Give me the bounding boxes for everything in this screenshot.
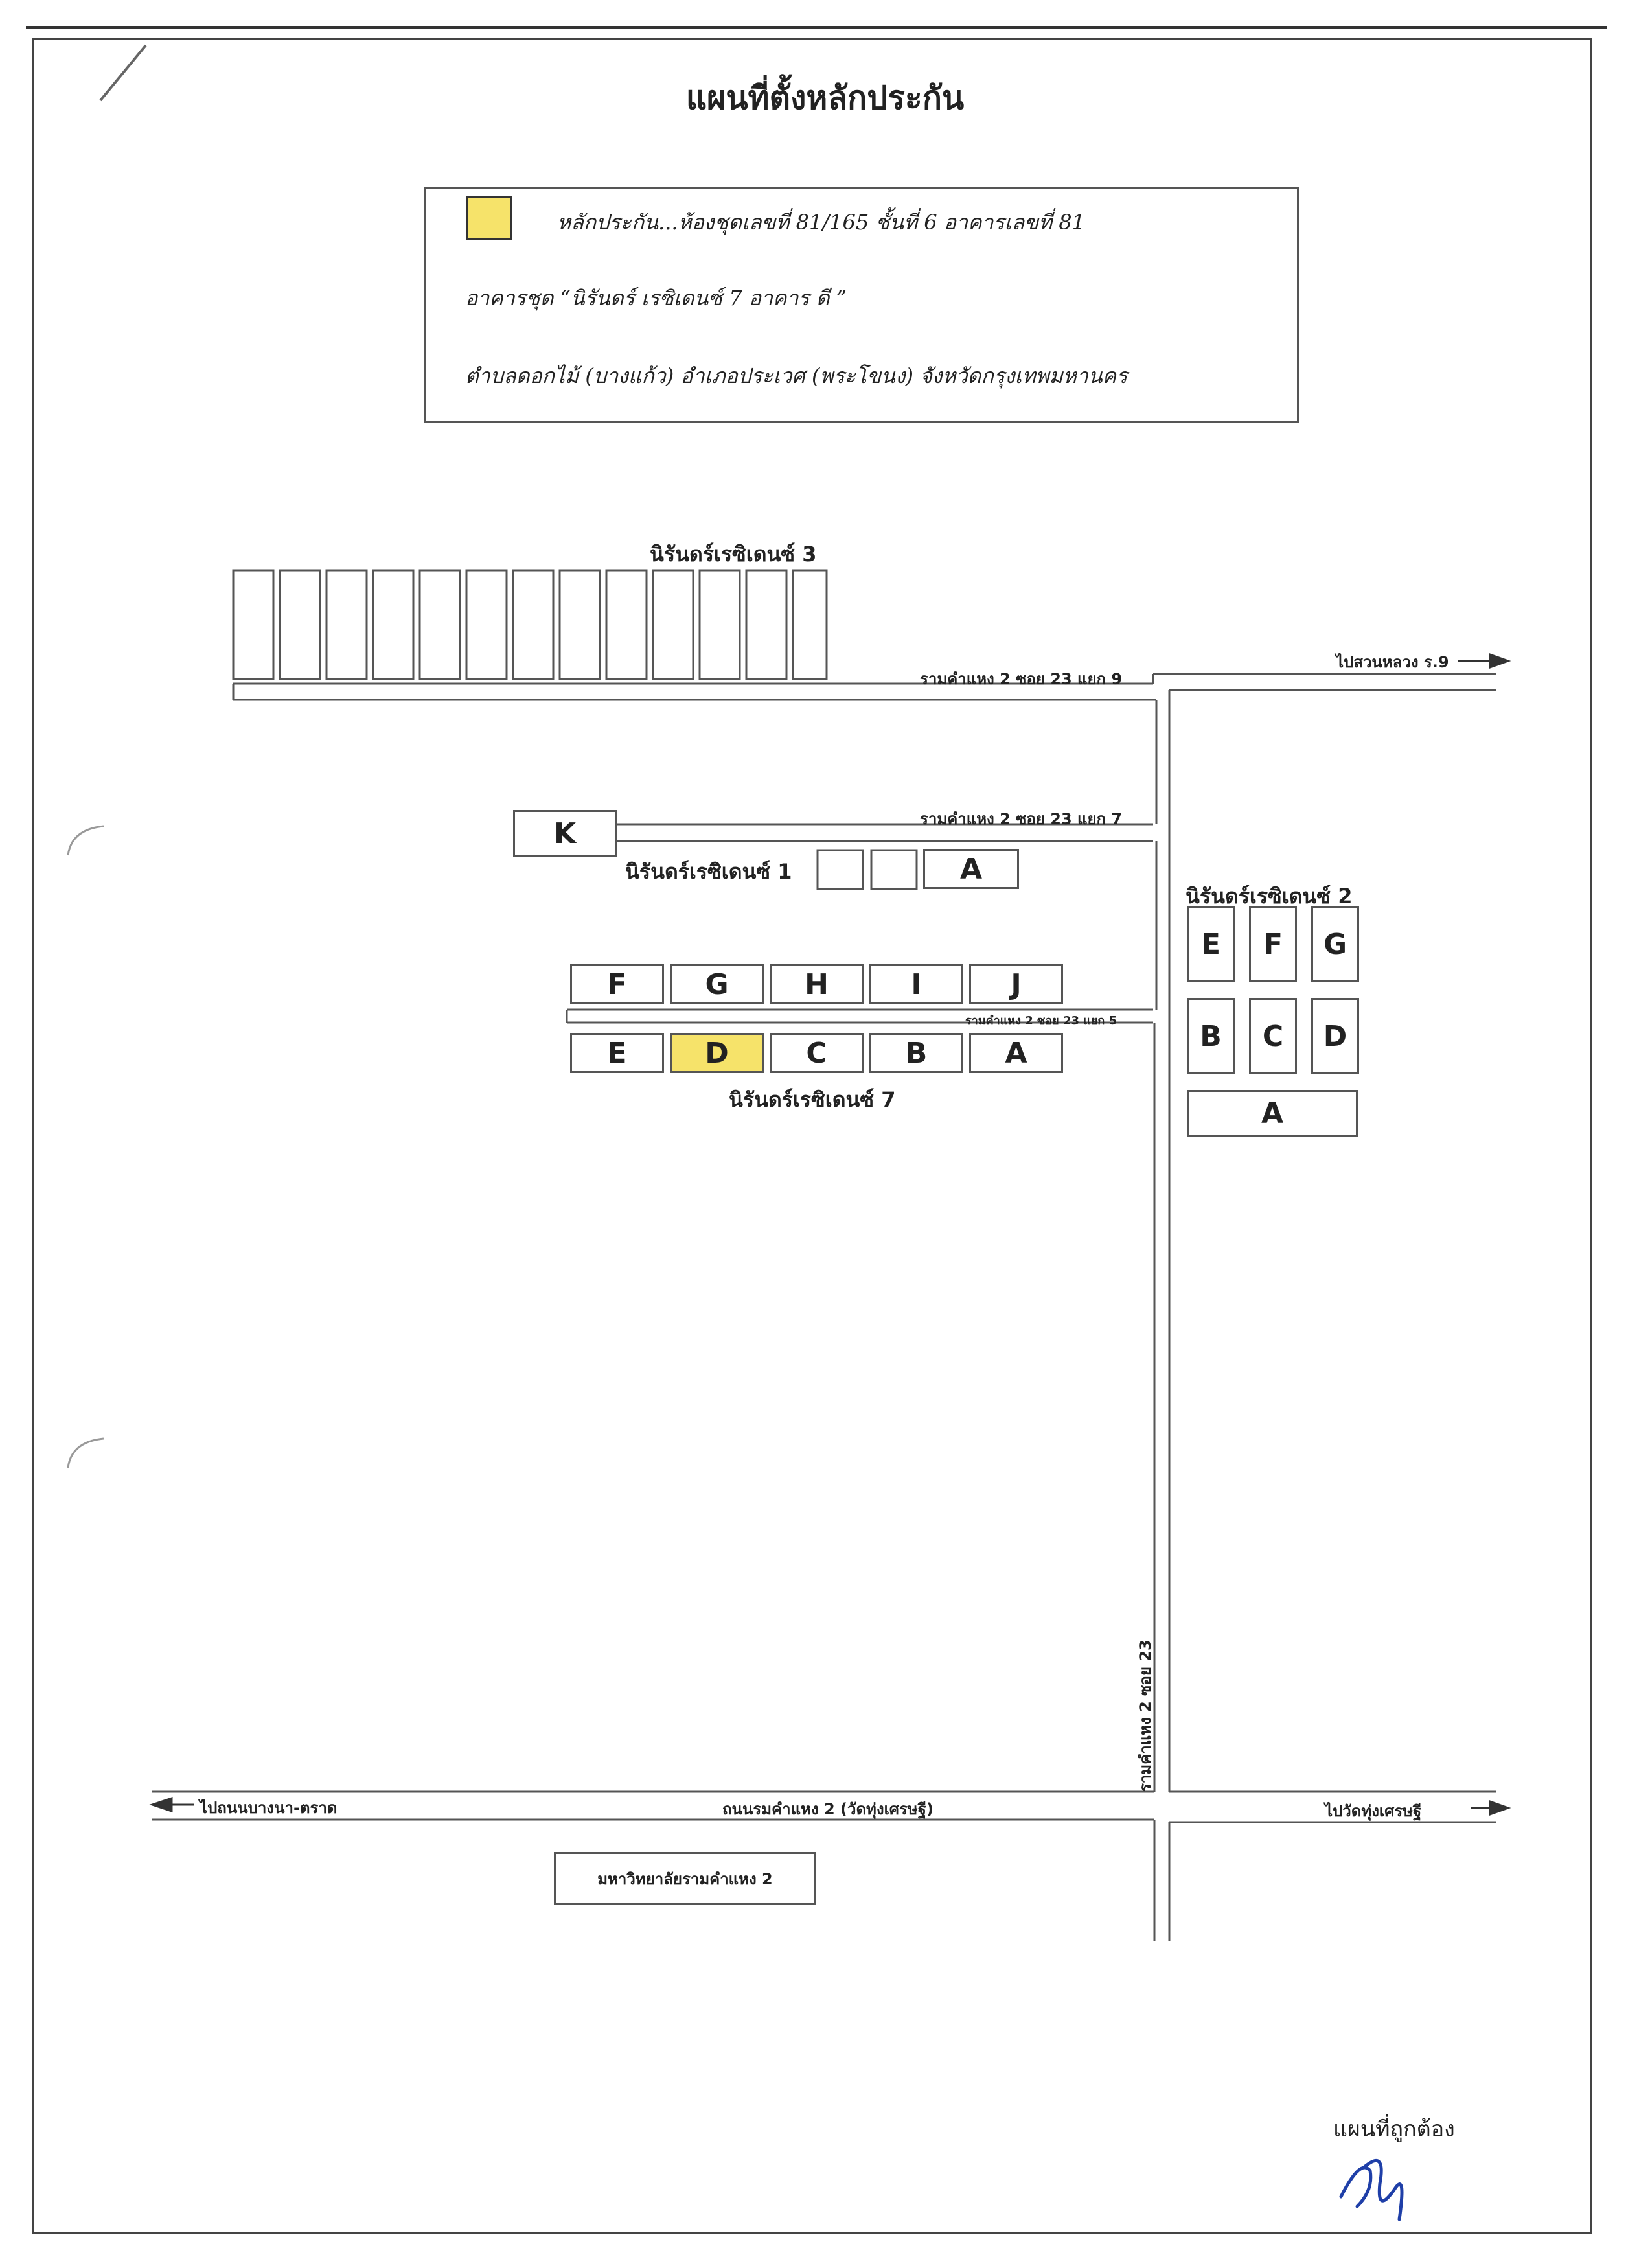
label-road-yaek5: รามคำแหง 2 ซอย 23 แยก 5 <box>965 1014 1117 1028</box>
frame-top-line <box>26 26 1607 29</box>
building-n7-d-collateral: D <box>670 1033 764 1073</box>
collateral-swatch <box>466 196 512 240</box>
page-title: แผนที่ตั้งหลักประกัน <box>685 79 965 117</box>
punch-mark-1 <box>67 825 104 856</box>
building-n7-j: J <box>969 964 1063 1004</box>
legend-box <box>424 187 1299 423</box>
building-n7-i: I <box>869 964 963 1004</box>
label-nirun1: นิรันดร์เรซิเดนซ์ 1 <box>625 859 792 884</box>
pen-mark <box>99 44 147 102</box>
building-n2-g: G <box>1311 906 1359 982</box>
building-n7-c: C <box>770 1033 864 1073</box>
legend-line-1: หลักประกัน...ห้องชุดเลขที่ 81/165 ชั้นที… <box>557 210 1085 235</box>
verified-label: แผนที่ถูกต้อง <box>1333 2116 1455 2142</box>
label-nirun3: นิรันดร์เรซิเดนซ์ 3 <box>650 542 817 566</box>
building-n7-a: A <box>969 1033 1063 1073</box>
building-n2-a: A <box>1187 1090 1358 1137</box>
building-n7-f: F <box>570 964 664 1004</box>
signature-mark <box>1339 2158 1404 2221</box>
label-road-yaek7: รามคำแหง 2 ซอย 23 แยก 7 <box>920 810 1123 828</box>
label-to-bangna: ไปถนนบางนา-ตราด <box>200 1799 338 1817</box>
building-n2-b: B <box>1187 998 1235 1074</box>
building-k: K <box>513 810 617 857</box>
building-n7-g: G <box>670 964 764 1004</box>
label-nirun7: นิรันดร์เรซิเดนซ์ 7 <box>729 1087 896 1112</box>
nirun3-buildings <box>232 569 828 680</box>
label-nirun2: นิรันดร์เรซิเดนซ์ 2 <box>1186 884 1353 908</box>
label-road-yaek9: รามคำแหง 2 ซอย 23 แยก 9 <box>920 670 1123 688</box>
building-n7-e: E <box>570 1033 664 1073</box>
building-n1-a: A <box>923 849 1019 889</box>
punch-mark-2 <box>67 1437 104 1468</box>
legend-line-3: ตำบลดอกไม้ (บางแก้ว) อำเภอประเวศ (พระโขน… <box>465 364 1128 388</box>
building-n7-h: H <box>770 964 864 1004</box>
label-to-suanluang: ไปสวนหลวง ร.9 <box>1336 653 1449 671</box>
building-n2-d: D <box>1311 998 1359 1074</box>
building-n2-e: E <box>1187 906 1235 982</box>
building-n2-f: F <box>1249 906 1297 982</box>
label-main-road: ถนนรมคำแหง 2 (วัดทุ่งเศรษฐี) <box>722 1800 934 1818</box>
building-n7-b: B <box>869 1033 963 1073</box>
legend-line-2: อาคารชุด “นิรันดร์ เรซิเดนซ์ 7 อาคาร ดี … <box>465 286 847 310</box>
document-frame <box>32 38 1592 2234</box>
label-to-wat: ไปวัดทุ่งเศรษฐี <box>1325 1802 1422 1820</box>
building-n2-c: C <box>1249 998 1297 1074</box>
label-road-soi23: รามคำแหง 2 ซอย 23 <box>1136 1639 1154 1792</box>
university-box: มหาวิทยาลัยรามคำแหง 2 <box>554 1852 816 1905</box>
